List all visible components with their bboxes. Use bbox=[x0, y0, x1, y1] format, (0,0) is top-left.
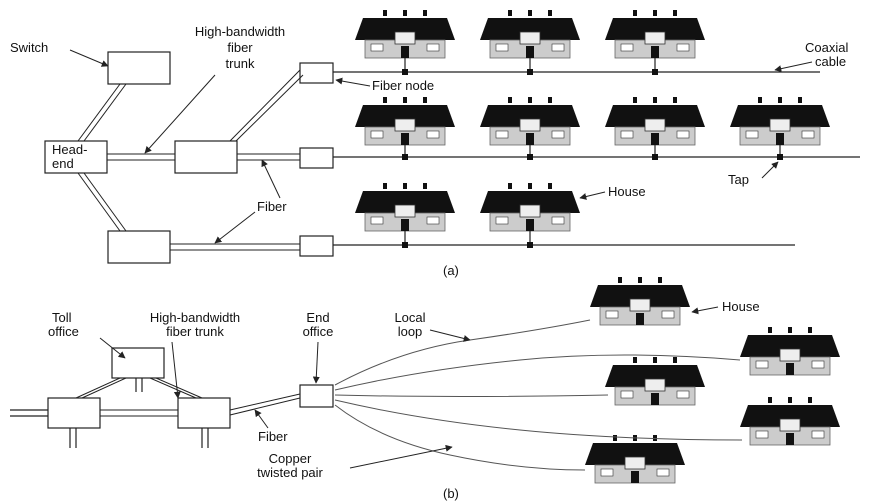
fiber-trunk-links bbox=[77, 69, 304, 251]
fiber-node-top bbox=[299, 62, 334, 84]
toll-office-label-2: office bbox=[48, 324, 79, 339]
toll-office-box bbox=[111, 347, 165, 379]
svg-text:High-bandwidth: High-bandwidth bbox=[150, 310, 240, 325]
house-icon bbox=[604, 356, 706, 406]
svg-text:office: office bbox=[48, 324, 79, 339]
headend-box bbox=[44, 140, 108, 174]
end-office-box bbox=[299, 384, 334, 408]
switch-box bbox=[107, 51, 171, 85]
copper-label-1: Copper bbox=[269, 451, 312, 466]
svg-text:End: End bbox=[306, 310, 329, 325]
headend-label-1: Head- bbox=[52, 142, 87, 157]
house-icon bbox=[584, 434, 686, 484]
toll-office-label-1: Toll bbox=[52, 310, 72, 325]
right-office-box bbox=[177, 397, 231, 429]
hub-box-bottom bbox=[107, 230, 171, 264]
house-icon bbox=[604, 9, 706, 75]
svg-text:cable: cable bbox=[815, 54, 846, 69]
fiber-label-a: Fiber bbox=[257, 199, 287, 214]
caption-a: (a) bbox=[443, 263, 459, 278]
caption-b: (b) bbox=[443, 486, 459, 501]
house-label-b: House bbox=[722, 299, 760, 314]
house-icon bbox=[354, 9, 456, 75]
end-office-label-2: office bbox=[303, 324, 334, 339]
svg-text:fiber trunk: fiber trunk bbox=[166, 324, 224, 339]
copper-twisted-pairs bbox=[334, 319, 743, 471]
house-label-a: House bbox=[608, 184, 646, 199]
svg-text:twisted pair: twisted pair bbox=[257, 465, 323, 480]
telephone-network-diagram: Toll office High-bandwidth fiber trunk E… bbox=[10, 276, 841, 501]
svg-text:Local: Local bbox=[394, 310, 425, 325]
house-icon bbox=[729, 96, 831, 160]
svg-text:fiber: fiber bbox=[227, 40, 253, 55]
svg-text:High-bandwidth: High-bandwidth bbox=[195, 24, 285, 39]
fiber-node-middle bbox=[299, 147, 334, 169]
hub-box-middle bbox=[174, 140, 238, 174]
house-icon bbox=[604, 96, 706, 160]
local-loop-label-1: Local bbox=[394, 310, 425, 325]
trunk-label-a-3: trunk bbox=[226, 56, 255, 71]
tap-label: Tap bbox=[728, 172, 749, 187]
fiber-node-bottom bbox=[299, 235, 334, 257]
house-icon bbox=[354, 182, 456, 248]
svg-text:Coaxial: Coaxial bbox=[805, 40, 848, 55]
house-icon bbox=[479, 9, 581, 75]
svg-text:Head-: Head- bbox=[52, 142, 87, 157]
house-icon bbox=[479, 182, 581, 248]
svg-text:trunk: trunk bbox=[226, 56, 255, 71]
headend-label-2: end bbox=[52, 156, 74, 171]
svg-text:Copper: Copper bbox=[269, 451, 312, 466]
coaxial-label-1: Coaxial bbox=[805, 40, 848, 55]
trunk-label-b-1: High-bandwidth bbox=[150, 310, 240, 325]
trunk-label-b-2: fiber trunk bbox=[166, 324, 224, 339]
coaxial-label-2: cable bbox=[815, 54, 846, 69]
switch-label: Switch bbox=[10, 40, 48, 55]
end-office-label-1: End bbox=[306, 310, 329, 325]
house-icon bbox=[479, 96, 581, 160]
house-icon bbox=[739, 396, 841, 446]
svg-text:office: office bbox=[303, 324, 334, 339]
left-office-box bbox=[47, 397, 101, 429]
fiber-node-label: Fiber node bbox=[372, 78, 434, 93]
svg-text:loop: loop bbox=[398, 324, 423, 339]
house-icon bbox=[354, 96, 456, 160]
svg-text:Toll: Toll bbox=[52, 310, 72, 325]
trunk-label-a-2: fiber bbox=[227, 40, 253, 55]
fiber-trunk-links-b bbox=[10, 377, 301, 448]
fiber-label-b: Fiber bbox=[258, 429, 288, 444]
trunk-label-a-1: High-bandwidth bbox=[195, 24, 285, 39]
house-icon bbox=[589, 276, 691, 326]
house-icon bbox=[739, 326, 841, 376]
svg-text:end: end bbox=[52, 156, 74, 171]
local-loop-label-2: loop bbox=[398, 324, 423, 339]
copper-label-2: twisted pair bbox=[257, 465, 323, 480]
cable-network-diagram: Switch High-bandwidth fiber trunk Head- … bbox=[10, 9, 860, 278]
